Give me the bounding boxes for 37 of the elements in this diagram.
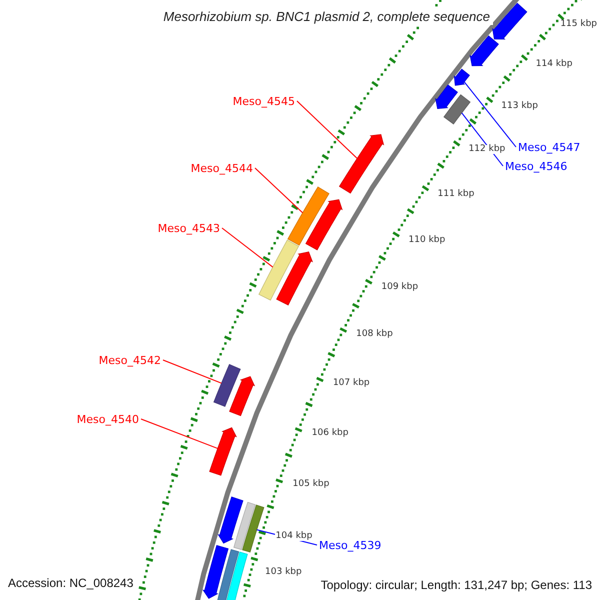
scale-label: 109 kbp — [380, 282, 420, 292]
info-text: Topology: circular; Length: 131,247 bp; Genes: 113 — [320, 579, 592, 591]
gene-block — [287, 186, 330, 246]
gene-block — [443, 94, 471, 124]
scale-label: 107 kbp — [332, 379, 371, 388]
info-text: Accession: NC_008243 — [8, 577, 134, 589]
gene-feature — [338, 134, 384, 194]
gene-block — [242, 504, 264, 552]
leader-line — [222, 228, 274, 268]
gene-label: Meso_4542 — [98, 354, 161, 366]
gene-label: Meso_4544 — [190, 162, 253, 174]
scale-label: 106 kbp — [310, 429, 350, 438]
gene-label: Meso_4547 — [518, 142, 580, 152]
leader-line — [296, 100, 358, 159]
leader-line — [140, 418, 218, 449]
gene-label: Meso_4545 — [232, 96, 295, 106]
scale-label: 113 kbp — [500, 102, 539, 112]
scale-label: 115 kbp — [559, 20, 598, 29]
scale-label: 103 kbp — [264, 568, 303, 577]
leader-line — [162, 360, 222, 384]
gene-label: Meso_4540 — [76, 414, 139, 424]
scale-label: 111 kbp — [436, 190, 476, 199]
scale-label: 114 kbp — [534, 60, 574, 70]
gene-block — [258, 240, 300, 301]
scale-label: 112 kbp — [468, 145, 506, 154]
gene-feature — [454, 68, 470, 86]
scale-label: 104 kbp — [274, 532, 314, 541]
scale-label: 110 kbp — [408, 236, 446, 245]
scale-label: 105 kbp — [292, 480, 330, 490]
gene-label: Meso_4543 — [158, 222, 220, 234]
gene-label: Meso_4539 — [319, 540, 382, 550]
gene-label: Meso_4546 — [505, 160, 568, 172]
leader-line — [464, 81, 516, 148]
scale-label: 108 kbp — [355, 330, 394, 340]
gene-block — [213, 364, 241, 407]
leader-line — [254, 168, 304, 214]
gene-feature — [209, 427, 237, 476]
